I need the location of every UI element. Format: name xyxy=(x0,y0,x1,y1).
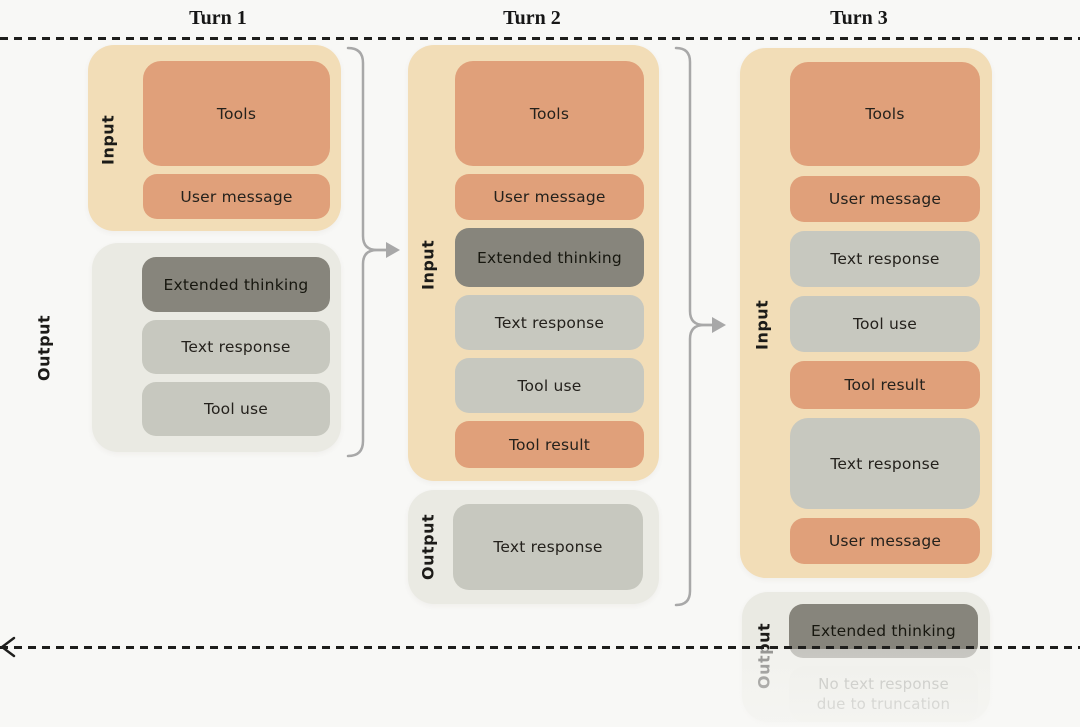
turn-3-title: Turn 3 xyxy=(830,7,888,29)
turn-1-output-label: Output xyxy=(34,314,54,382)
turn-1-user-message-block: User message xyxy=(143,174,330,219)
turn2-to-turn3-arrow xyxy=(674,46,726,607)
turn-3-text-response-block: Text response xyxy=(790,231,980,287)
turn-1-text-response-block: Text response xyxy=(142,320,330,374)
turn-3-text-response-2-block: Text response xyxy=(790,418,980,509)
turn-3-tool-result-block: Tool result xyxy=(790,361,980,409)
turn-2-tool-use-block: Tool use xyxy=(455,358,644,413)
turn-2-text-response-block: Text response xyxy=(455,295,644,350)
turn-2-title: Turn 2 xyxy=(503,7,561,29)
turn-2-input-label: Input xyxy=(418,239,438,291)
turn-1-title: Turn 1 xyxy=(189,7,247,29)
turn-3-extended-thinking-block: Extended thinking xyxy=(789,604,978,658)
turn-3-tools-block: Tools xyxy=(790,62,980,166)
top-dashed-divider xyxy=(0,37,1080,40)
turn-1-tools-block: Tools xyxy=(143,61,330,166)
turn-2-tool-result-block: Tool result xyxy=(455,421,644,468)
turn-3-input-label: Input xyxy=(752,299,772,351)
turn-3-user-message-2-block: User message xyxy=(790,518,980,564)
turn-3-user-message-block: User message xyxy=(790,176,980,222)
turn-2-tools-block: Tools xyxy=(455,61,644,166)
turn-2-user-message-block: User message xyxy=(455,174,644,220)
turn-1-extended-thinking-block: Extended thinking xyxy=(142,257,330,312)
turn-2-output-text-response-block: Text response xyxy=(453,504,643,590)
turn-2-output-label: Output xyxy=(418,513,438,581)
turn1-to-turn2-arrow xyxy=(346,46,400,458)
turn-3-output-label: Output xyxy=(754,622,774,690)
turn-2-extended-thinking-block: Extended thinking xyxy=(455,228,644,287)
turn-1-tool-use-block: Tool use xyxy=(142,382,330,436)
bottom-dashed-divider xyxy=(0,646,1080,649)
turn-3-no-text-response-note: No text response due to truncation xyxy=(789,666,978,722)
turn-3-tool-use-block: Tool use xyxy=(790,296,980,352)
left-arrowhead-icon xyxy=(0,636,16,658)
turn-1-input-label: Input xyxy=(98,114,118,166)
